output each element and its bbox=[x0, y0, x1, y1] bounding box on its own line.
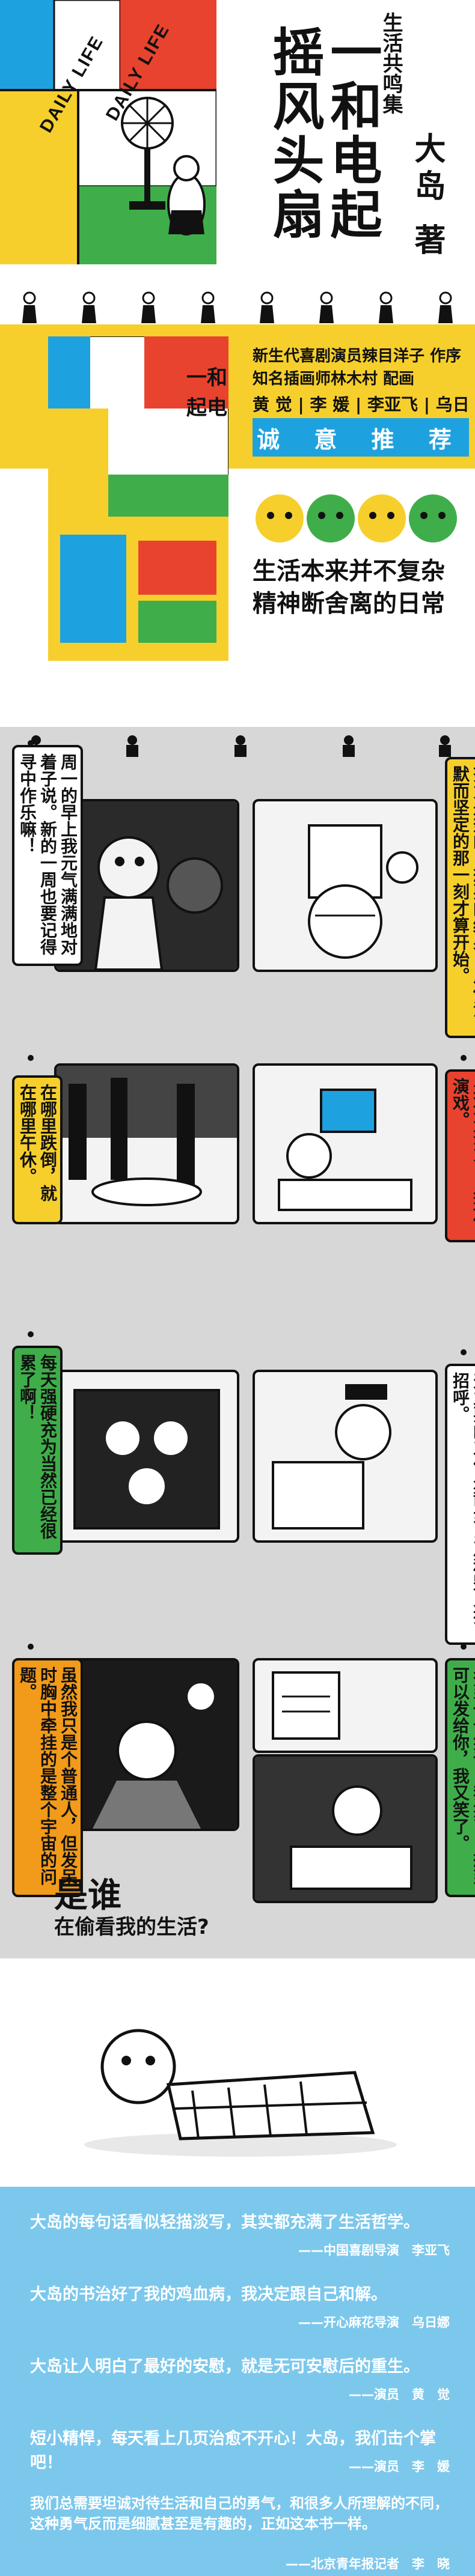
mini-figure-icon bbox=[22, 291, 37, 323]
lying-character-illustration bbox=[84, 2029, 397, 2157]
slogan-line-2: 精神断舍离的日常 bbox=[253, 590, 445, 618]
book-author: 大岛 著 bbox=[409, 132, 445, 261]
comic-panel-2 bbox=[253, 799, 438, 972]
review-sign-3: ——演员 黄 觉 bbox=[349, 2387, 450, 2402]
panel-7-illustration bbox=[57, 1660, 237, 1829]
comic-panel-8 bbox=[253, 1658, 438, 1753]
connector-dot bbox=[28, 1055, 34, 1061]
panel-8-illustration bbox=[272, 1671, 340, 1740]
figure-row-top bbox=[0, 287, 475, 323]
mini-figure-icon bbox=[260, 291, 275, 323]
panel-5-illustration bbox=[73, 1389, 220, 1530]
review-text-3: 大岛让人明白了最好的安慰，就是无可安慰后的重生。 bbox=[30, 2357, 420, 2376]
connector-dot bbox=[28, 1644, 34, 1650]
question-subtitle: 在偷看我的生活? bbox=[54, 1915, 209, 1939]
review-text-4: 短小精悍，每天看上几页治愈不开心！大岛，我们击个掌吧！ bbox=[30, 2429, 436, 2472]
mini-figure-icon bbox=[141, 291, 156, 323]
panel-6-illustration bbox=[272, 1384, 391, 1530]
panel-2-illustration bbox=[308, 824, 418, 959]
connector-dot bbox=[461, 1349, 467, 1355]
review-text-5: 我们总需要坦诚对待生活和自己的勇气，和很多人所理解的不同，这种勇气反而是细腻甚至… bbox=[30, 2495, 449, 2532]
preface-credit: 新生代喜剧演员辣目洋子 作序 bbox=[253, 347, 462, 365]
panel-4-illustration bbox=[278, 1089, 412, 1211]
slogan-line-1: 生活本来并不复杂 bbox=[253, 557, 445, 585]
caption-tag-3: 在哪里跌倒，就在哪里午休。 bbox=[12, 1075, 63, 1224]
connector-dot bbox=[461, 1644, 467, 1650]
review-sign-2: ——开心麻花导演 乌日娜 bbox=[298, 2315, 450, 2330]
question-title: 是谁 bbox=[54, 1876, 121, 1915]
panel-3-illustration bbox=[57, 1066, 237, 1206]
svg-text:一和: 一和 bbox=[186, 366, 227, 390]
mini-figure-icon bbox=[438, 291, 453, 323]
comic-panel-7 bbox=[54, 1658, 239, 1831]
review-text-2: 大岛的书治好了我的鸡血病，我决定跟自己和解。 bbox=[30, 2285, 387, 2304]
panel-1-illustration bbox=[57, 801, 237, 970]
review-sign-4: ——演员 李 媛 bbox=[349, 2459, 450, 2474]
comic-panel-1 bbox=[54, 799, 239, 972]
mini-figure-icon bbox=[319, 291, 334, 323]
connector-dot bbox=[28, 1331, 34, 1337]
comic-panel-3 bbox=[54, 1063, 239, 1224]
emoji-faces-row bbox=[256, 494, 457, 542]
recommender-names: 黄 觉 | 李 媛 | 李亚飞 | 乌日娜 bbox=[253, 395, 470, 439]
caption-tag-4: 少壮不努力，上班像演戏。 bbox=[445, 1069, 475, 1242]
connector-dot bbox=[461, 1055, 467, 1061]
book-title: 一和电起摇风头扇 bbox=[263, 25, 381, 242]
comic-panel-5 bbox=[54, 1370, 239, 1543]
panel-9-illustration bbox=[255, 1757, 435, 1901]
connector-dot bbox=[28, 740, 34, 746]
comic-panel-4 bbox=[253, 1063, 438, 1224]
caption-tag-1: 周一的早上我元气满满地对着子说。新的一周也要记得寻中作乐嘛！ bbox=[12, 745, 83, 966]
mini-figure-icon bbox=[200, 291, 215, 323]
caption-tag-8: 看到一个笑话，我笑了。想到可以发给你，我又笑了。 bbox=[445, 1658, 475, 1897]
review-sign-1: ——中国喜剧导演 李亚飞 bbox=[298, 2243, 450, 2258]
series-name: 生活共鸣集 bbox=[379, 12, 403, 114]
book-product-image: 一和 起电 bbox=[48, 336, 228, 661]
cover-art: DAILY LIFE DAILY LIFE bbox=[0, 0, 218, 264]
caption-tag-6: 想去意大利的小岛上当邮递员，每天主要的工作是散步以及和别人打招呼。 bbox=[445, 1364, 475, 1645]
review-text-1: 大岛的每句话看似轻描淡写，其实都充满了生活哲学。 bbox=[30, 2213, 420, 2232]
svg-text:起电: 起电 bbox=[186, 396, 227, 420]
fan-character-illustration bbox=[121, 97, 206, 235]
caption-tag-2: 努力是热的，想要的结果，从你沉默而坚定的那一刻才算开始。 bbox=[445, 757, 475, 1038]
reviews-section bbox=[0, 2187, 475, 2576]
review-sign-5: ——北京青年报记者 李 晓 bbox=[286, 2557, 450, 2571]
mini-figure-icon bbox=[378, 291, 393, 323]
caption-tag-5: 每天强硬充为当然已经很累了啊！ bbox=[12, 1346, 63, 1555]
recommend-badge: 诚 意 推 荐 bbox=[253, 418, 469, 457]
mini-figure-icon bbox=[82, 291, 97, 323]
comic-panel-6 bbox=[253, 1370, 438, 1543]
caption-tag-7: 虽然我只是个普通人，但发呆时胸中牵挂的是整个宇宙的问题。 bbox=[12, 1658, 83, 1897]
comic-panel-9 bbox=[253, 1754, 438, 1903]
illustrator-credit: 知名插画师林木村 配画 bbox=[253, 370, 415, 388]
